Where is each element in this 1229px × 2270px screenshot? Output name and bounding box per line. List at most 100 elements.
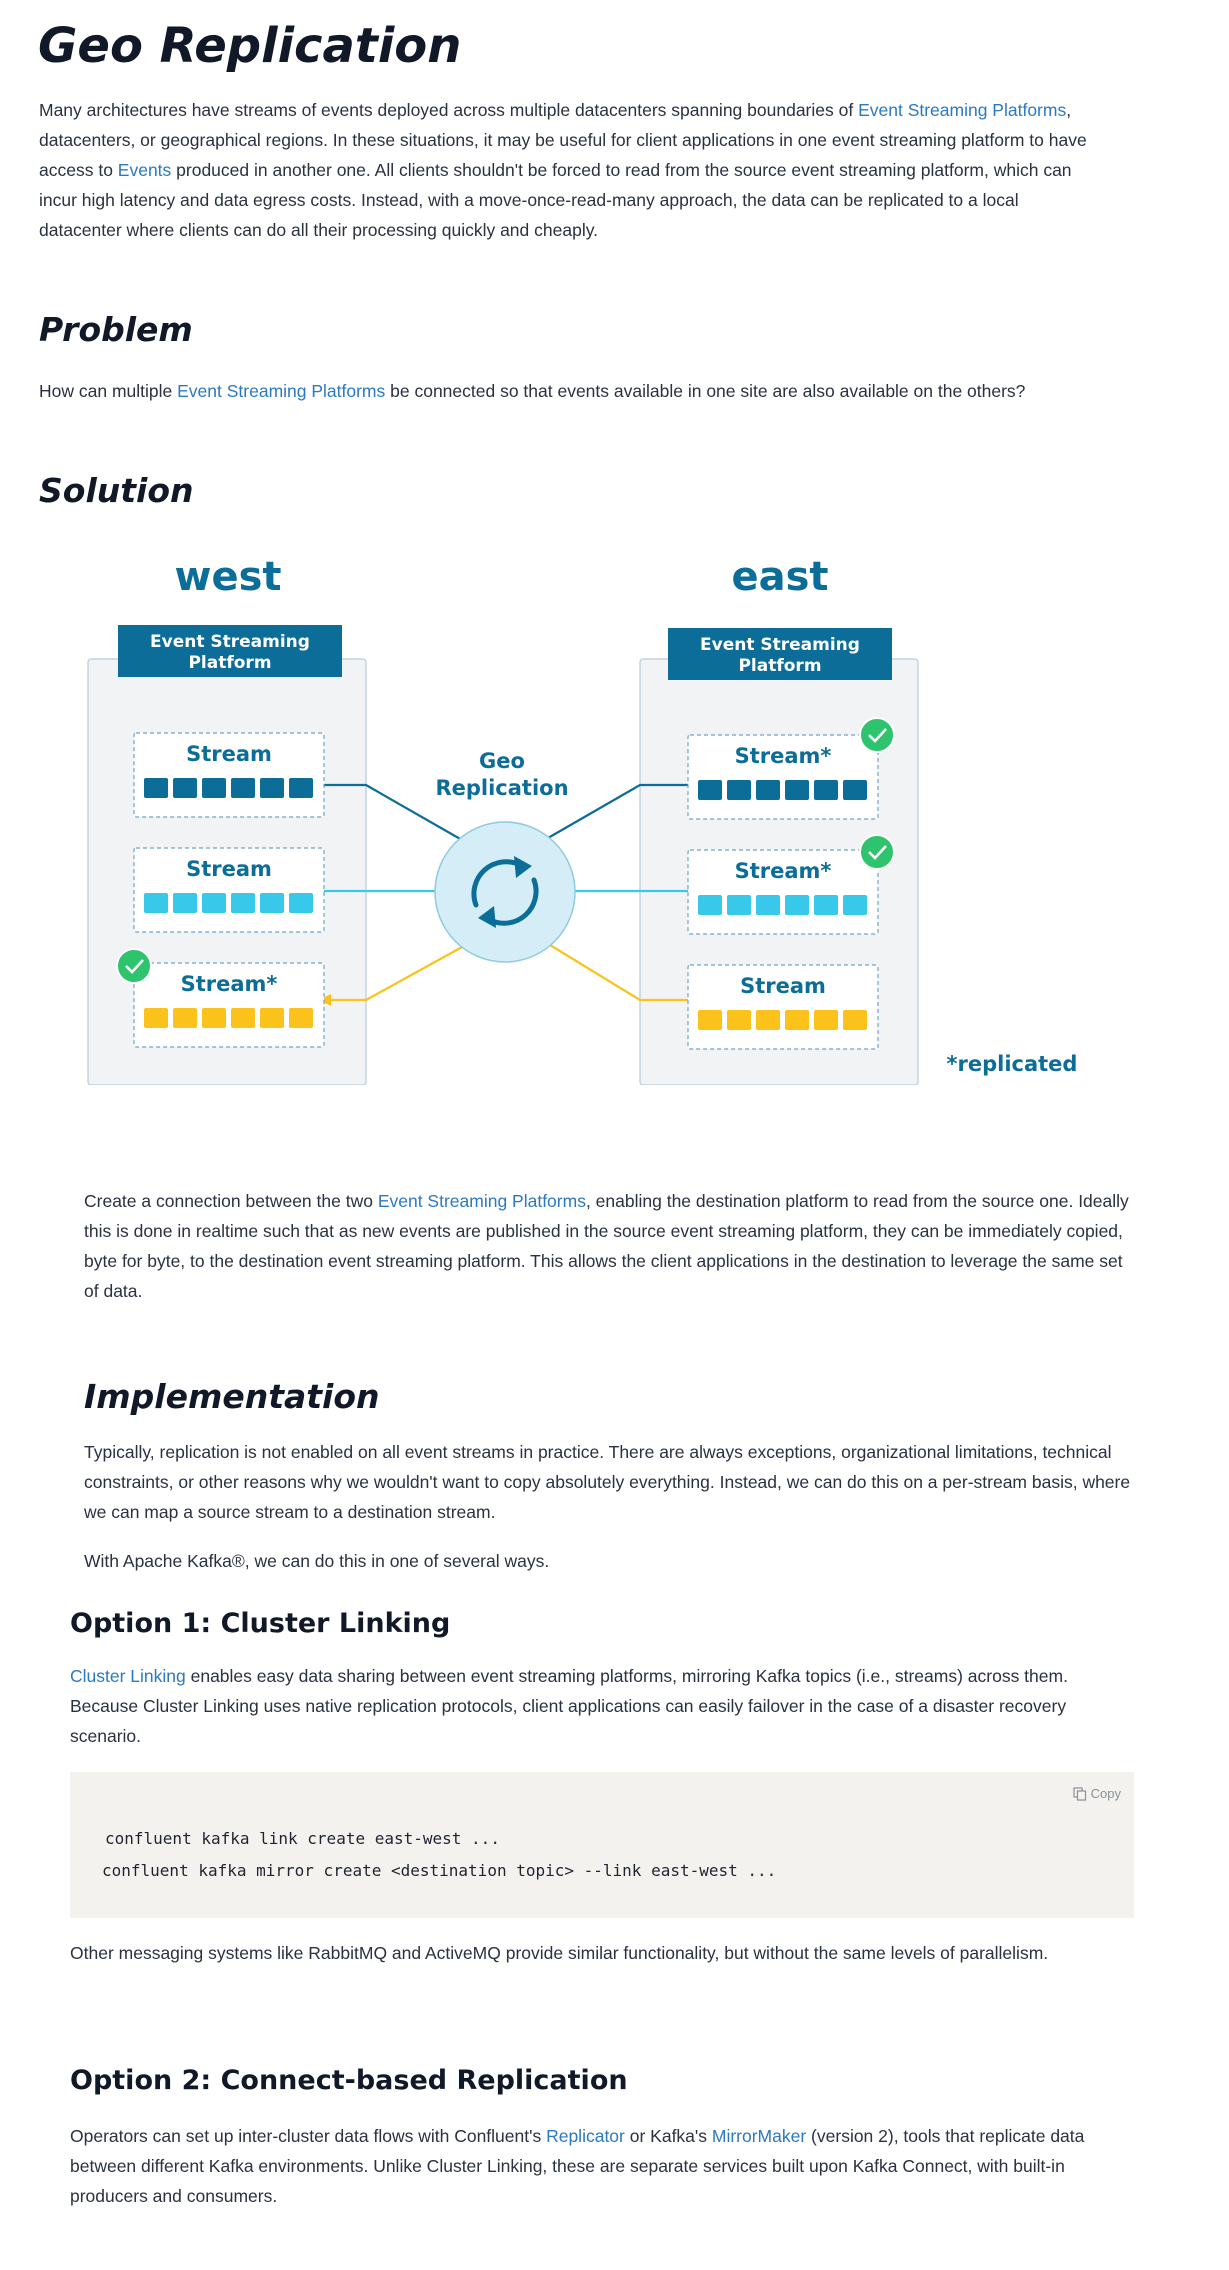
- event-block: [785, 1010, 809, 1030]
- event-block: [814, 780, 838, 800]
- event-block: [289, 1008, 313, 1028]
- center-label-line2: Replication: [435, 776, 568, 800]
- check-icon: [859, 834, 895, 870]
- event-block: [814, 1010, 838, 1030]
- event-block: [756, 1010, 780, 1030]
- event-block: [785, 780, 809, 800]
- event-block: [785, 895, 809, 915]
- copy-icon: [1073, 1786, 1086, 1801]
- west-platform-label-line1: Event Streaming: [150, 632, 310, 652]
- problem-platforms-link[interactable]: Event Streaming Platforms: [177, 381, 386, 401]
- intro-text-3: produced in another one. All clients sho…: [39, 160, 1072, 240]
- problem-text-1: How can multiple: [39, 381, 178, 401]
- solution-platforms-link[interactable]: Event Streaming Platforms: [377, 1191, 586, 1211]
- event-block: [756, 780, 780, 800]
- center-label-line1: Geo: [479, 749, 525, 773]
- event-block: [260, 1008, 284, 1028]
- east-platform-label-line2: Platform: [738, 656, 821, 676]
- refresh-icon: [471, 856, 539, 928]
- event-block: [202, 1008, 226, 1028]
- event-block: [260, 778, 284, 798]
- event-block: [231, 1008, 255, 1028]
- east-stream-2-label: Stream*: [735, 859, 832, 883]
- east-stream-1: Stream*: [687, 734, 879, 820]
- flow-line-dark-out: [547, 783, 688, 839]
- event-block: [173, 778, 197, 798]
- event-block: [289, 893, 313, 913]
- event-block: [698, 895, 722, 915]
- west-platform-label: Event Streaming Platform: [118, 625, 342, 677]
- west-title: west: [174, 554, 281, 600]
- event-block: [173, 893, 197, 913]
- copy-button[interactable]: Copy: [1073, 1786, 1121, 1801]
- west-platform-label-line2: Platform: [188, 653, 271, 673]
- west-stream-3: Stream*: [133, 962, 325, 1048]
- check-icon: [859, 717, 895, 753]
- event-block: [144, 893, 168, 913]
- east-stream-3-label: Stream: [740, 974, 826, 998]
- event-block: [260, 893, 284, 913]
- replicator-link[interactable]: Replicator: [546, 2126, 625, 2146]
- geo-replication-diagram: west east Event Streaming Platform Event…: [0, 554, 1229, 1095]
- event-block: [843, 780, 867, 800]
- option1-after-paragraph: Other messaging systems like RabbitMQ an…: [70, 1943, 1049, 1963]
- intro-paragraph: Many architectures have streams of event…: [39, 95, 1099, 245]
- option1-text: enables easy data sharing between event …: [70, 1666, 1068, 1746]
- solution-paragraph: Create a connection between the two Even…: [84, 1186, 1134, 1306]
- arrowhead-yellow: [319, 994, 331, 1006]
- problem-heading: Problem: [39, 310, 193, 349]
- option1-heading: Option 1: Cluster Linking: [70, 1608, 451, 1639]
- west-stream-1-label: Stream: [186, 742, 272, 766]
- east-title: east: [731, 554, 828, 600]
- implementation-paragraph-2: With Apache Kafka®, we can do this in on…: [84, 1551, 550, 1571]
- code-block: Copy confluent kafka link create east-we…: [70, 1772, 1134, 1918]
- mirrormaker-link[interactable]: MirrorMaker: [711, 2126, 807, 2146]
- event-block: [231, 778, 255, 798]
- west-stream-1: Stream: [133, 732, 325, 818]
- east-stream-2: Stream*: [687, 849, 879, 935]
- event-block: [289, 778, 313, 798]
- event-block: [231, 893, 255, 913]
- option2-paragraph: Operators can set up inter-cluster data …: [70, 2121, 1130, 2211]
- option2-heading: Option 2: Connect-based Replication: [70, 2065, 628, 2096]
- event-block: [814, 895, 838, 915]
- option2-text-1: Operators can set up inter-cluster data …: [70, 2126, 547, 2146]
- intro-text-2: , datacenters, or geographical regions. …: [39, 100, 1087, 180]
- option1-paragraph: Cluster Linking enables easy data sharin…: [70, 1661, 1140, 1751]
- event-block: [843, 1010, 867, 1030]
- check-icon: [116, 948, 152, 984]
- solution-text-2: , enabling the destination platform to r…: [84, 1191, 1129, 1301]
- flow-line-yellow: [549, 944, 688, 1002]
- copy-label: Copy: [1090, 1786, 1121, 1801]
- cluster-linking-link[interactable]: Cluster Linking: [70, 1666, 186, 1686]
- west-stream-3-label: Stream*: [181, 972, 278, 996]
- problem-text-2: be connected so that events available in…: [385, 381, 1026, 401]
- event-streaming-platforms-link[interactable]: Event Streaming Platforms: [858, 100, 1067, 120]
- replicated-footnote: *replicated: [947, 1052, 1078, 1076]
- code-line-1: confluent kafka link create east-west ..…: [105, 1829, 500, 1848]
- east-platform-label: Event Streaming Platform: [668, 628, 892, 680]
- event-block: [202, 893, 226, 913]
- page-title: Geo Replication: [38, 18, 462, 74]
- events-link[interactable]: Events: [117, 160, 172, 180]
- solution-text-1: Create a connection between the two: [84, 1191, 378, 1211]
- code-line-2: confluent kafka mirror create <destinati…: [102, 1861, 777, 1880]
- intro-text-1: Many architectures have streams of event…: [39, 100, 859, 120]
- event-block: [144, 1008, 168, 1028]
- event-block: [727, 780, 751, 800]
- event-block: [698, 780, 722, 800]
- event-block: [727, 1010, 751, 1030]
- replication-circle: [434, 821, 576, 963]
- problem-paragraph: How can multiple Event Streaming Platfor…: [39, 376, 1079, 406]
- west-stream-2: Stream: [133, 847, 325, 933]
- option2-text-3: (version 2), tools that replicate data b…: [70, 2126, 1085, 2206]
- event-block: [698, 1010, 722, 1030]
- east-stream-1-label: Stream*: [735, 744, 832, 768]
- flow-line-yellow-out: [330, 946, 463, 1002]
- solution-heading: Solution: [39, 471, 194, 510]
- event-block: [727, 895, 751, 915]
- flow-line-dark: [324, 783, 463, 841]
- event-block: [202, 778, 226, 798]
- west-stream-2-label: Stream: [186, 857, 272, 881]
- implementation-paragraph-1: Typically, replication is not enabled on…: [84, 1442, 1131, 1522]
